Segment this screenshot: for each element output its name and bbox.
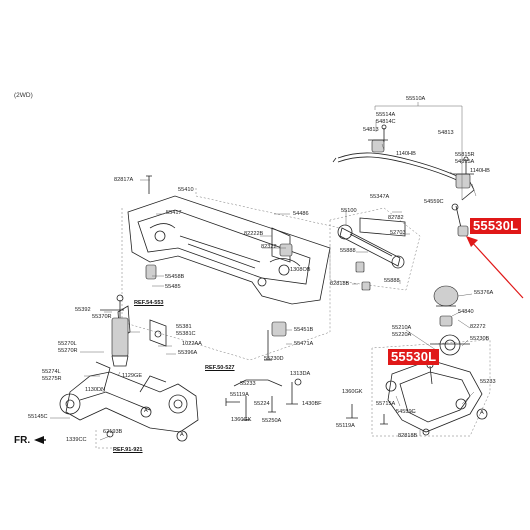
ref-91-921: REF.91-921	[113, 447, 143, 453]
part-label: 54486	[293, 211, 309, 217]
part-label: 1360GK	[342, 389, 363, 395]
part-label: 55233	[480, 379, 496, 385]
part-label: 1022AA	[182, 341, 202, 347]
part-label: 1360GK	[231, 417, 252, 423]
variant-label: (2WD)	[14, 92, 33, 99]
part-label: 55119A	[336, 423, 355, 429]
part-label: 55514A	[376, 112, 396, 118]
part-label: 1140HB	[396, 151, 416, 157]
part-label: 55220A	[392, 332, 412, 338]
ref-54-553: REF.54-553	[134, 300, 164, 306]
part-label: 55233	[240, 381, 256, 387]
part-label: 55888	[340, 248, 356, 254]
lateral-link	[337, 217, 406, 269]
part-label: 1313DA	[290, 371, 311, 377]
circle-marker-a: A	[480, 410, 484, 416]
part-label: 82272	[470, 324, 486, 330]
part-label: 82818B	[330, 281, 350, 287]
part-label: 55888	[384, 278, 400, 284]
part-label: 1129GE	[122, 373, 143, 379]
stabilizer-link-55530L-top	[451, 203, 469, 237]
part-label: 55815R	[455, 152, 475, 158]
part-label: 55224	[254, 401, 270, 407]
part-label: 55381C	[176, 331, 196, 337]
part-label: 55119A	[230, 392, 249, 398]
part-label: 55458B	[165, 274, 185, 280]
part-label: 54815A	[455, 159, 475, 165]
part-label: 55210A	[392, 325, 412, 331]
part-label: 55485	[165, 284, 181, 290]
part-label: 55715A	[376, 401, 396, 407]
part-label: 82322	[261, 244, 277, 250]
part-label: 54559C	[396, 409, 416, 415]
part-label: 55396A	[178, 350, 198, 356]
part-label: 82782	[388, 215, 404, 221]
part-label: 55451B	[294, 327, 314, 333]
part-label: 55410	[178, 187, 194, 193]
part-label: 55100	[341, 208, 357, 214]
leader-lines	[50, 120, 477, 441]
part-label: 55417	[166, 210, 182, 216]
crossmember	[127, 195, 331, 305]
part-label: 55381	[176, 324, 192, 330]
part-label: 55270L	[58, 341, 77, 347]
part-label: 54814C	[376, 119, 396, 125]
part-label: 55274L	[42, 369, 61, 375]
part-label: 55145C	[28, 414, 48, 420]
callout-55530L-bottom: 55530L	[388, 349, 440, 366]
part-label: 1140HB	[470, 168, 490, 174]
part-label: 1430BF	[302, 401, 322, 407]
part-label: 54559C	[424, 199, 444, 205]
front-direction-label: FR.	[14, 435, 31, 446]
part-label: 82818B	[398, 433, 418, 439]
part-label: 55347A	[370, 194, 390, 200]
part-label: 55370R	[92, 314, 112, 320]
circle-marker-a: A	[180, 432, 184, 438]
part-label: 54813	[363, 127, 379, 133]
part-label: 55230B	[470, 336, 490, 342]
part-label: 55510A	[406, 96, 426, 102]
part-label: 52703	[390, 230, 406, 236]
part-label: 82817A	[114, 177, 134, 183]
circle-marker-a: A	[144, 408, 148, 414]
part-label: 55392	[75, 307, 91, 313]
part-label: 55250A	[262, 418, 282, 424]
part-label: 82222B	[244, 231, 264, 237]
ref-50-527: REF.50-527	[205, 365, 235, 371]
stabilizer-bar	[332, 124, 475, 201]
part-label: 55230D	[264, 356, 284, 362]
callout-55530L-top: 55530L	[470, 218, 522, 235]
part-label: 62193B	[103, 429, 123, 435]
part-label: 55270R	[58, 348, 78, 354]
part-label: 55376A	[474, 290, 494, 296]
part-label: 55275R	[42, 376, 62, 382]
part-label: 54813	[438, 130, 454, 136]
lower-control-arm	[385, 285, 483, 436]
part-label: 1308OB	[290, 267, 311, 273]
trailing-arm	[59, 361, 199, 438]
part-label: 1339CC	[66, 437, 87, 443]
part-label: 1130DN	[85, 387, 106, 393]
part-label: 54840	[458, 309, 474, 315]
part-label: 55471A	[294, 341, 314, 347]
